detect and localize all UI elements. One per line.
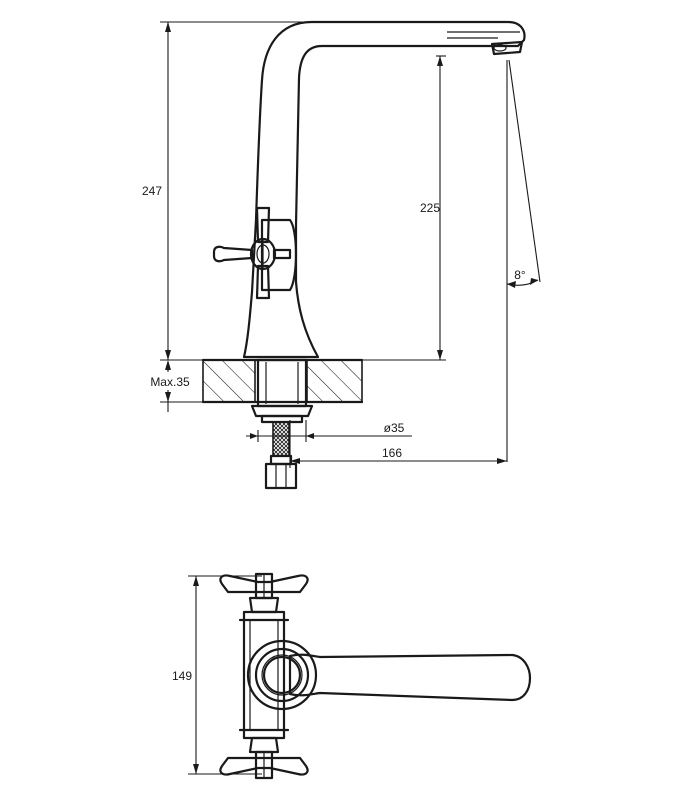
- aerator: [490, 40, 524, 56]
- dimension-spout-reach: 166: [289, 420, 507, 468]
- aerator-outlet: [493, 44, 507, 52]
- plan-width-label: 149: [172, 669, 192, 683]
- spout-height-label: 225: [420, 201, 440, 215]
- plan-spout-base: [246, 639, 318, 711]
- plan-cross-handle-top: [219, 572, 309, 614]
- cross-handle-side: [212, 206, 292, 300]
- total-height-label: 247: [142, 184, 162, 198]
- side-elevation-view: 247 225 8° Max.35: [142, 20, 541, 490]
- spout-angle-label: 8°: [514, 268, 526, 282]
- hole-diameter-label: ø35: [384, 421, 405, 435]
- deck-thickness-label: Max.35: [150, 375, 190, 389]
- spout-reach-label: 166: [382, 446, 402, 460]
- dimension-total-height: 247: [142, 21, 312, 361]
- dimension-spout-height: 225: [362, 55, 446, 361]
- valve-boss: [260, 218, 298, 292]
- mounting-shank: [250, 358, 314, 424]
- dimension-hole-diameter: ø35: [246, 420, 412, 442]
- countertop-section: [201, 358, 364, 404]
- faucet-body-outline: [242, 20, 526, 359]
- plan-spout-arm: [288, 653, 532, 702]
- dimension-spout-angle: 8°: [506, 59, 541, 462]
- dimension-deck-thickness: Max.35: [150, 359, 203, 412]
- plan-view: 149: [172, 572, 532, 780]
- plan-cross-handle-bottom: [219, 736, 309, 780]
- dimension-plan-width: 149: [172, 575, 262, 775]
- supply-hose: [264, 421, 298, 490]
